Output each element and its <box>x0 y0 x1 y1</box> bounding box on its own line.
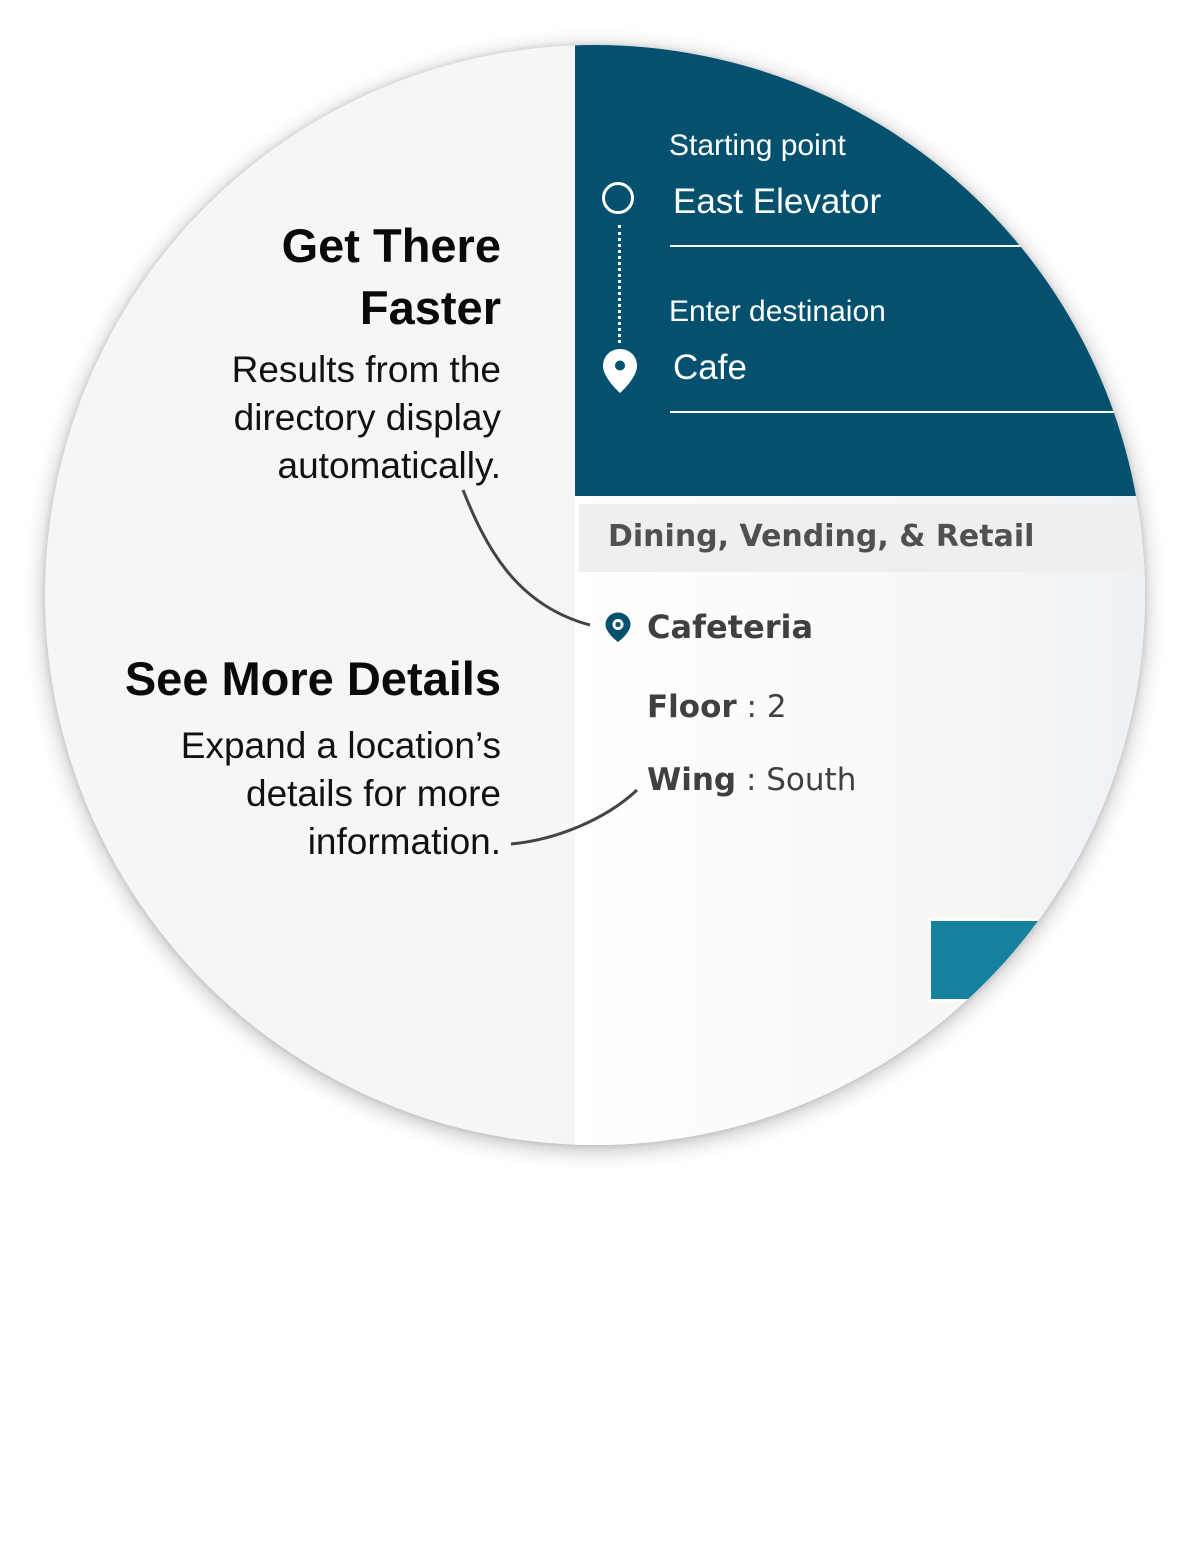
app-panel: Starting point East Elevator Enter desti… <box>575 45 1145 1145</box>
navigation-header: Starting point East Elevator Enter desti… <box>575 45 1145 496</box>
feature-title-get-there-faster: Get There Faster <box>282 215 501 339</box>
feature-title-line: Get There <box>281 219 501 272</box>
feature-description-line: Expand a location’s <box>180 725 501 766</box>
circle-outline-icon <box>602 182 634 214</box>
category-title: Dining, Vending, & Retail <box>608 519 1035 554</box>
detail-wing-value: South <box>766 762 857 798</box>
map-pin-icon <box>603 349 637 393</box>
category-header: Dining, Vending, & Retail <box>579 504 1145 572</box>
destination-underline <box>670 411 1145 413</box>
starting-point-input[interactable]: East Elevator <box>673 182 882 221</box>
location-name[interactable]: Cafeteria <box>647 608 814 646</box>
detail-floor: Floor : 2 <box>647 685 787 729</box>
destination-input[interactable]: Cafe <box>673 348 747 387</box>
feature-description-line: automatically. <box>277 445 501 486</box>
feature-callout-circle: Get There Faster Results from the direct… <box>45 45 1145 1145</box>
starting-point-underline <box>670 245 1145 247</box>
destination-label: Enter destinaion <box>669 295 886 328</box>
starting-point-label: Starting point <box>669 129 846 162</box>
feature-description-line: directory display <box>233 397 501 438</box>
feature-description-line: information. <box>307 821 501 862</box>
feature-description-line: details for more <box>246 773 501 814</box>
feature-description-see-more-details: Expand a location’s details for more inf… <box>181 722 501 866</box>
detail-wing: Wing : South <box>647 758 856 802</box>
detail-floor-label: Floor <box>647 689 737 725</box>
feature-description-line: Results from the <box>231 349 501 390</box>
map-pin-icon <box>605 612 631 642</box>
detail-floor-value: 2 <box>766 689 787 725</box>
connector-line-results <box>461 489 591 627</box>
directions-button[interactable] <box>928 918 1145 1002</box>
feature-title-line: Faster <box>359 281 501 334</box>
feature-description-get-there-faster: Results from the directory display autom… <box>232 346 501 490</box>
detail-separator: : <box>736 689 767 725</box>
feature-title-line: See More Details <box>124 652 501 705</box>
feature-title-see-more-details: See More Details <box>125 648 501 710</box>
detail-separator: : <box>736 762 767 798</box>
detail-wing-label: Wing <box>647 762 737 798</box>
route-dotted-line <box>618 225 621 343</box>
